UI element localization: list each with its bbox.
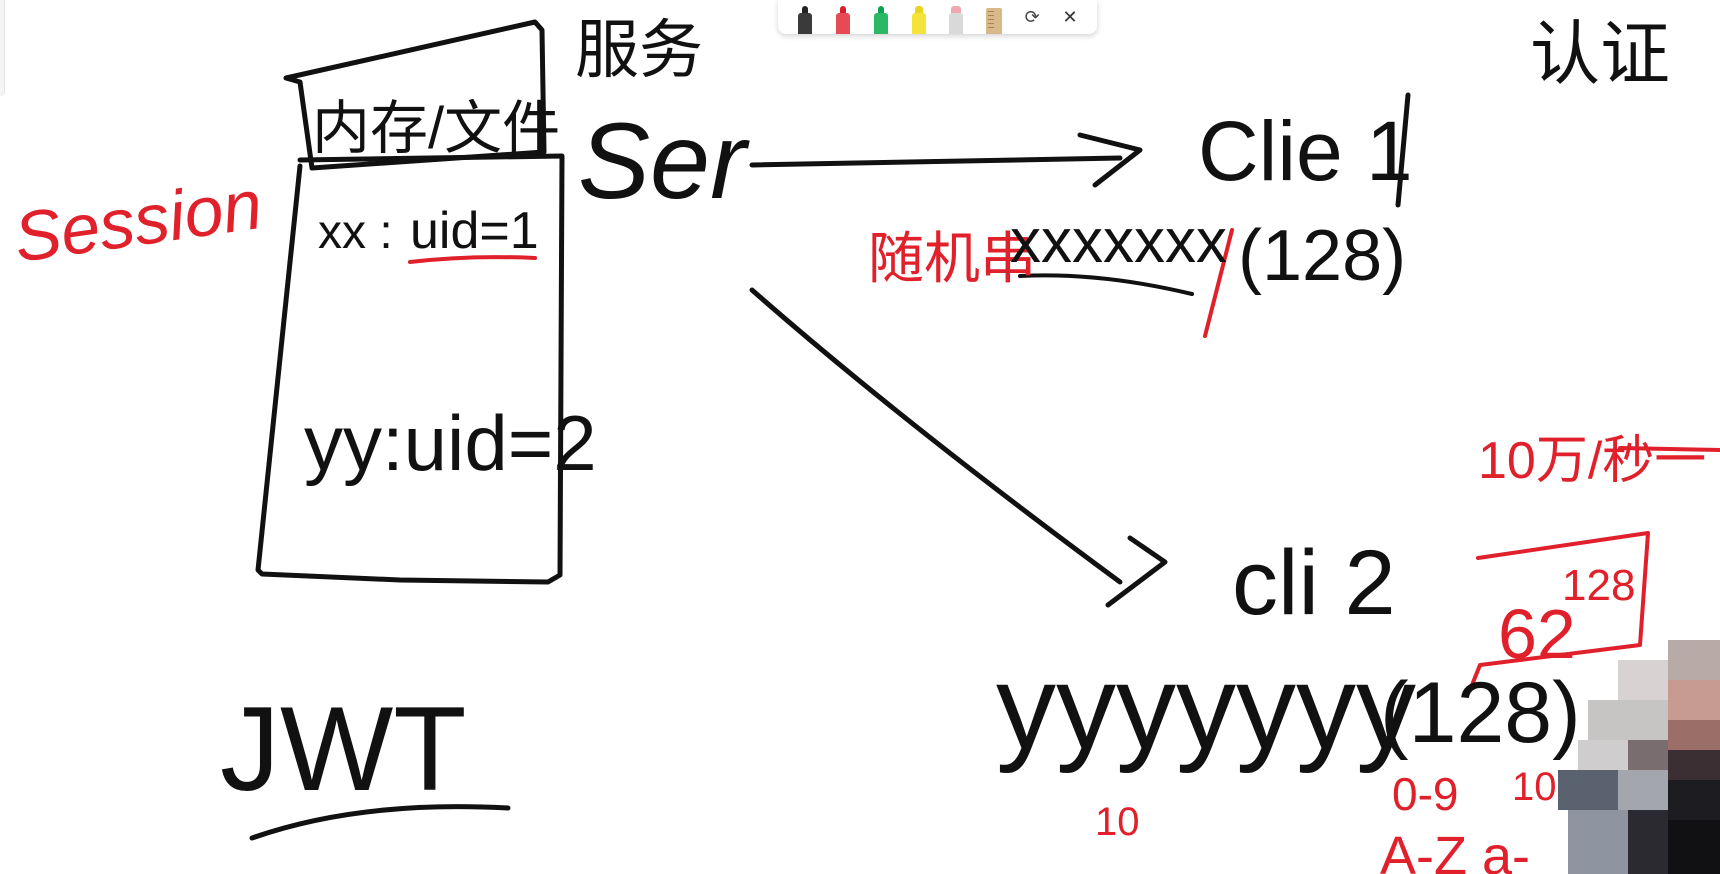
exponent-128-label: 128 — [1562, 561, 1635, 610]
highlighter-icon — [911, 6, 926, 34]
base-62-label: 62 — [1498, 595, 1576, 673]
close-toolbar-button[interactable]: ✕ — [1051, 0, 1089, 34]
client1-label: Clie 1 — [1198, 104, 1413, 198]
digits-range-label: 0-9 — [1392, 768, 1458, 820]
red-pen-icon — [835, 6, 850, 34]
arrow-to-client2 — [749, 287, 1123, 585]
service-label: 服务 — [575, 14, 703, 86]
length-label-1: (128) — [1238, 216, 1406, 296]
highlighter-button[interactable] — [900, 0, 938, 34]
arrow-head-client1 — [1077, 132, 1143, 188]
server-label: Ser — [578, 100, 750, 221]
close-icon: ✕ — [1062, 6, 1078, 27]
ruler-icon — [986, 8, 1003, 34]
uid1-underline — [408, 255, 537, 264]
black-pen-icon — [797, 6, 812, 34]
random-underline — [1018, 273, 1194, 296]
jwt-underline — [249, 804, 511, 841]
ruler-button[interactable] — [975, 0, 1013, 34]
lasso-select-icon: ⟳ — [1024, 6, 1040, 27]
ten-label-b: 10 — [1512, 765, 1557, 809]
ink-toolbar: ⟳ ✕ — [778, 0, 1097, 34]
storage-lid-stroke — [283, 19, 547, 171]
black-pen-button[interactable] — [786, 0, 824, 34]
random-string-label: 随机串 — [868, 227, 1036, 290]
green-pen-button[interactable] — [862, 0, 900, 34]
ten-label-a: 10 — [1095, 800, 1140, 844]
client1-bar-stroke — [1395, 92, 1411, 208]
storage-box-stroke — [255, 153, 565, 585]
red-pen-button[interactable] — [824, 0, 862, 34]
webcam-overlay — [1558, 640, 1720, 874]
arrow-head-client2 — [1105, 535, 1168, 608]
session-label: Session — [9, 165, 266, 277]
red-strike — [1203, 228, 1234, 338]
hundred-k-mark — [1618, 446, 1720, 452]
random-xs: xxxxxxx — [1010, 207, 1227, 276]
memory-file-label: 内存/文件 — [312, 96, 560, 161]
arrow-to-client1 — [749, 155, 1123, 168]
random-ys: yyyyyyy — [996, 640, 1416, 774]
letters-range-label: A-Z a- — [1380, 826, 1530, 874]
row2-label: yy:uid=2 — [304, 399, 597, 487]
lasso-select-button[interactable]: ⟳ — [1013, 0, 1051, 34]
eraser-button[interactable] — [938, 0, 976, 34]
jwt-label: JWT — [220, 682, 467, 816]
sidebar-edge-handle[interactable] — [0, 0, 5, 96]
green-pen-icon — [873, 6, 888, 34]
row1-key: xx : — [318, 206, 393, 259]
auth-label: 认证 — [1530, 15, 1670, 93]
row1-value: uid=1 — [410, 202, 539, 260]
client2-label: cli 2 — [1232, 532, 1396, 634]
eraser-icon — [949, 6, 964, 34]
throughput-label: 10万/秒一 — [1478, 432, 1706, 490]
capacity-box — [1468, 531, 1650, 692]
length-label-2: (128) — [1380, 665, 1581, 761]
